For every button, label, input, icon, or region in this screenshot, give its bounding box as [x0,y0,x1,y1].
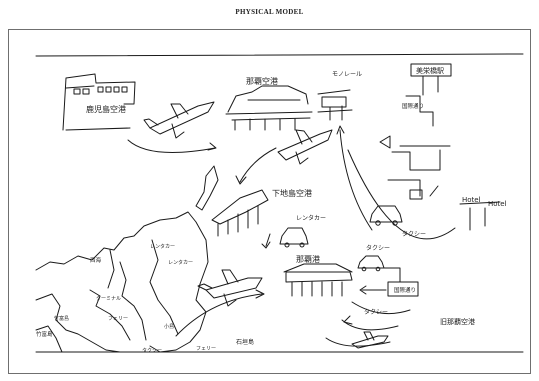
label-terminal: ターミナル [96,295,121,302]
label-hotel-top: Hotel [462,196,481,204]
label-takehara: 竹富島 [36,330,53,338]
label-kagoshima-airport: 鹿児島空港 [86,104,126,114]
label-kokusai-dori-bottom: 国際通り [394,286,416,294]
route-curve-taxi [342,320,398,330]
label-misc-bottom-left: 竹富島 [54,315,69,322]
flight-arc-bottom [176,294,262,336]
label-shimoji-airport: 下地島空港 [272,188,312,198]
airplane-top-left [144,102,214,138]
label-naha-port: 那覇港 [296,254,320,264]
miebashi-station-block [380,64,451,199]
monorail [318,90,352,120]
car-center [280,228,308,247]
island-small [196,166,218,210]
airplane-center [278,130,332,164]
label-old-naha-airport: 旧那覇空港 [440,317,475,326]
label-rental-car: レンタカー [296,214,326,222]
label-taxi-mid: タクシー [142,347,162,354]
kagoshima-airport-building [63,74,135,130]
label-rental-left: レンタカー [168,259,193,266]
flight-line-down [240,148,276,182]
coastline-left [36,212,208,352]
label-kokusai-dori-top: 国際通り [402,102,424,110]
label-hotel-right: Hotel [488,200,507,208]
route-curve-right [348,150,455,239]
label-ferry: フェリー [108,316,128,322]
label-taxi-right: タクシー [402,230,426,238]
label-kojima: 小島 [164,323,174,330]
label-west-sea: 西海 [90,256,102,264]
flight-arc-left [128,140,215,153]
taxi-port [358,256,384,271]
arrow-head-left [344,316,352,324]
label-monorail: モノレール [332,71,362,78]
label-taxi-port: タクシー [366,244,390,252]
label-naha-airport: 那覇空港 [246,76,278,86]
label-rental-small: レンタカー [150,243,175,250]
naha-airport-building [226,86,312,130]
shimoji-airport-building [212,190,268,236]
label-ishigaki: 石垣島 [236,338,254,346]
label-ferry2: フェリー [196,346,216,352]
route-line-mid [340,130,372,230]
sketch-top-edge [36,54,523,56]
label-miebashi-station: 美栄橋駅 [416,66,444,75]
naha-port-building [284,264,352,296]
label-taxi-low: タクシー [364,308,388,316]
